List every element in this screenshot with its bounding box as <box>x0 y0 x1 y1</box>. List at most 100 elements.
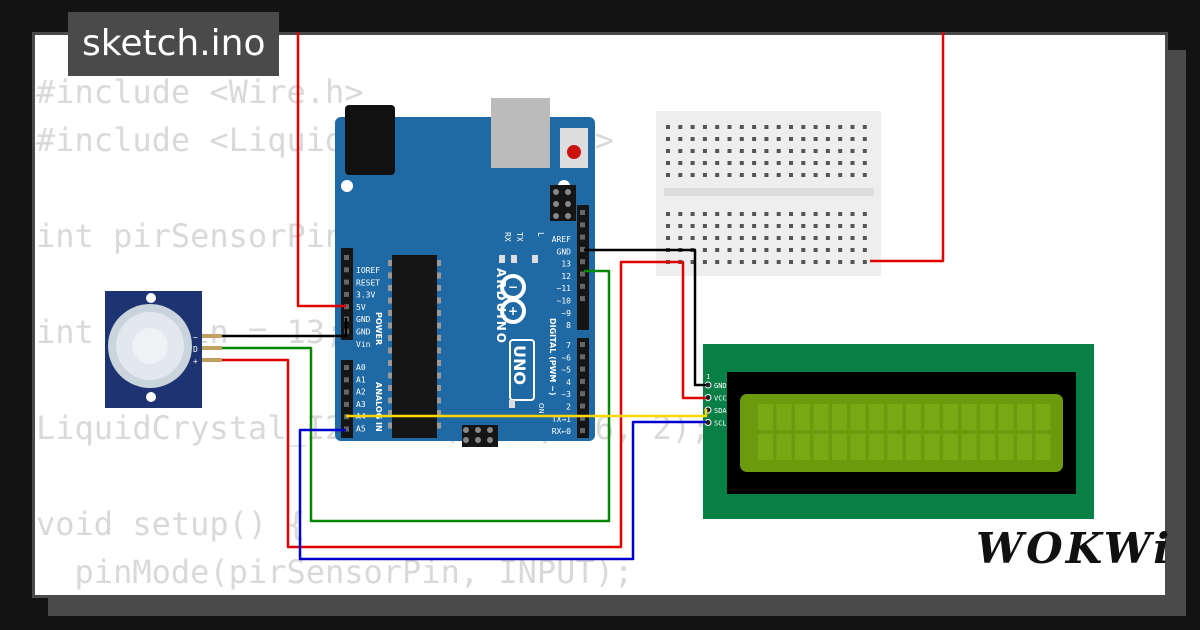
lcd-pin-number: 1 <box>706 373 710 381</box>
digital-header-label: DIGITAL (PWM ~) <box>548 318 557 396</box>
wire-black-pir-gnd <box>222 318 348 338</box>
lcd-cell <box>758 404 773 430</box>
breadboard-hole <box>813 236 818 240</box>
breadboard-hole <box>789 161 793 165</box>
lcd-cell <box>961 404 977 430</box>
breadboard-hole <box>739 212 744 216</box>
pin-label: A3 <box>356 400 366 409</box>
lcd-cell <box>850 434 866 460</box>
header-socket <box>580 354 585 360</box>
breadboard-hole <box>715 260 720 264</box>
icsp-pin <box>463 437 469 443</box>
pin-label: GND <box>356 315 371 324</box>
header-socket <box>580 342 585 347</box>
chip-leg <box>388 360 392 366</box>
breadboard-hole <box>715 224 720 228</box>
breadboard-hole <box>727 260 732 264</box>
breadboard-hole <box>838 260 843 264</box>
breadboard-hole <box>862 149 867 153</box>
wire-red-5v-top <box>296 32 346 308</box>
icsp-pin <box>553 213 559 219</box>
pin-label: ~9 <box>561 309 571 318</box>
breadboard-hole <box>862 173 867 177</box>
sketch-filename-tab[interactable]: sketch.ino <box>68 12 280 76</box>
breadboard-hole <box>789 224 793 228</box>
breadboard-hole <box>678 236 683 240</box>
pin-label: 8 <box>566 321 571 330</box>
breadboard-hole <box>825 125 830 129</box>
pin-label: VCC <box>714 395 727 403</box>
breadboard-hole <box>752 236 757 240</box>
lcd-cell <box>998 434 1014 460</box>
breadboard-hole <box>862 248 867 252</box>
lcd-cell <box>906 434 921 460</box>
header-socket <box>580 403 585 409</box>
lcd-cell <box>758 434 773 460</box>
breadboard-hole <box>666 224 670 228</box>
pin-label: A1 <box>356 375 366 384</box>
breadboard-hole <box>862 137 867 141</box>
breadboard-hole <box>666 125 670 129</box>
breadboard-hole <box>850 236 855 240</box>
breadboard-hole <box>764 260 769 264</box>
breadboard-hole <box>862 161 867 165</box>
icsp-pin <box>565 213 571 219</box>
breadboard-hole <box>752 248 757 252</box>
chip-leg <box>388 335 392 341</box>
lcd-cell <box>980 404 995 430</box>
breadboard-hole <box>801 125 806 129</box>
chip-leg <box>437 335 441 341</box>
breadboard-hole <box>739 149 744 153</box>
lcd-cell <box>850 404 866 430</box>
breadboard-hole <box>715 248 720 252</box>
breadboard-hole <box>776 161 781 165</box>
breadboard-hole <box>838 125 843 129</box>
breadboard-hole <box>764 149 769 153</box>
icsp-pin <box>565 189 571 195</box>
breadboard-hole <box>813 224 818 228</box>
breadboard-hole <box>850 212 855 216</box>
lcd-cell <box>869 404 884 430</box>
pin-label: − <box>193 333 198 342</box>
breadboard-hole <box>690 161 695 165</box>
wire-black-lcd-gnd <box>584 248 706 387</box>
breadboard-hole <box>739 173 744 177</box>
breadboard-hole <box>813 212 818 216</box>
chip-leg <box>388 385 392 391</box>
breadboard-hole <box>813 137 818 141</box>
breadboard-hole <box>690 212 695 216</box>
breadboard-hole <box>850 137 855 141</box>
breadboard-hole <box>789 173 793 177</box>
header-socket <box>344 401 349 407</box>
breadboard-hole <box>764 248 769 252</box>
breadboard-hole <box>862 125 867 129</box>
wire-blue-lcd-scl <box>298 420 706 561</box>
breadboard-hole <box>739 224 744 228</box>
breadboard-hole <box>715 137 720 141</box>
breadboard-hole <box>702 137 707 141</box>
header-socket <box>580 428 585 434</box>
breadboard-hole <box>678 173 683 177</box>
on-led <box>509 400 515 408</box>
pin-label: RX←0 <box>552 427 571 436</box>
pin-label: GND <box>557 247 572 256</box>
pin-label: GND <box>356 328 371 337</box>
breadboard-hole <box>690 224 695 228</box>
breadboard-hole <box>801 212 806 216</box>
header-socket <box>580 234 585 240</box>
breadboard-hole <box>801 224 806 228</box>
pin-label: 7 <box>566 341 571 350</box>
lcd-cell <box>887 434 903 460</box>
header-socket <box>344 389 349 395</box>
analog-header-label: ANALOG IN <box>374 382 383 432</box>
breadboard-hole <box>752 260 757 264</box>
header-socket <box>344 304 349 310</box>
breadboard-hole <box>739 137 744 141</box>
breadboard-hole <box>838 149 843 153</box>
breadboard-hole <box>752 149 757 153</box>
breadboard-hole <box>838 224 843 228</box>
header-socket <box>580 222 585 228</box>
breadboard-hole <box>678 149 683 153</box>
